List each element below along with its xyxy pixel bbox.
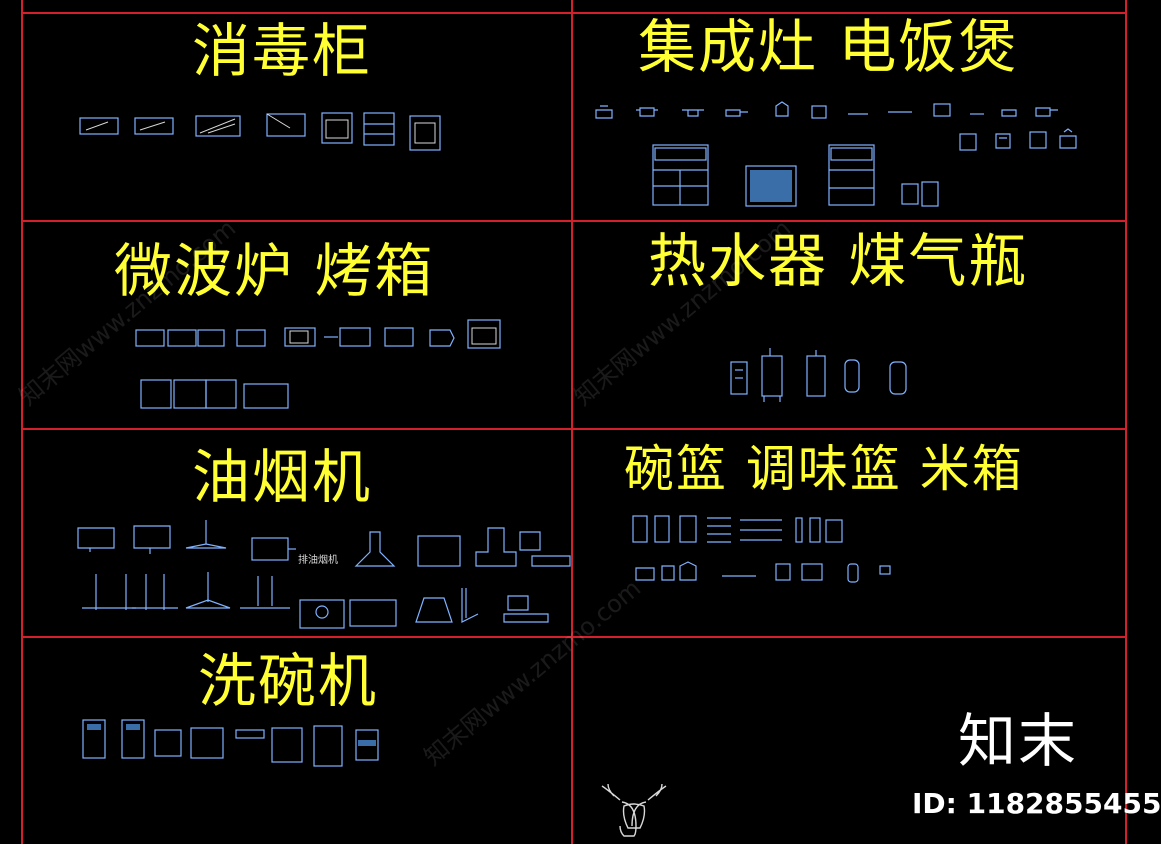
section-title-range-hood: 油烟机 xyxy=(192,443,373,511)
basket-drawings xyxy=(632,515,891,583)
water-heater-drawings xyxy=(730,348,907,402)
range-hood-label: 排油烟机 xyxy=(298,555,338,566)
section-title-water-heater: 热水器 煤气瓶 xyxy=(648,227,1029,295)
disinfection-cabinet-drawings xyxy=(79,112,441,151)
section-title-disinfection-cabinet: 消毒柜 xyxy=(192,17,373,85)
section-title-dishwasher: 洗碗机 xyxy=(198,647,379,715)
watermark-logo: 知末 xyxy=(958,707,1079,775)
dishwasher-drawings xyxy=(82,719,379,767)
watermark-id: ID: 1182855455 xyxy=(912,787,1161,820)
grid-frame xyxy=(21,0,1127,844)
deer-head-icon xyxy=(601,783,667,837)
section-title-microwave-oven: 微波炉 烤箱 xyxy=(114,237,435,305)
microwave-oven-drawings xyxy=(135,319,501,409)
integrated-stove-drawings xyxy=(595,101,1077,207)
section-title-integrated-stove: 集成灶 电饭煲 xyxy=(638,13,1019,81)
section-title-baskets: 碗篮 调味篮 米箱 xyxy=(624,440,1024,498)
range-hood-drawings xyxy=(77,520,571,629)
